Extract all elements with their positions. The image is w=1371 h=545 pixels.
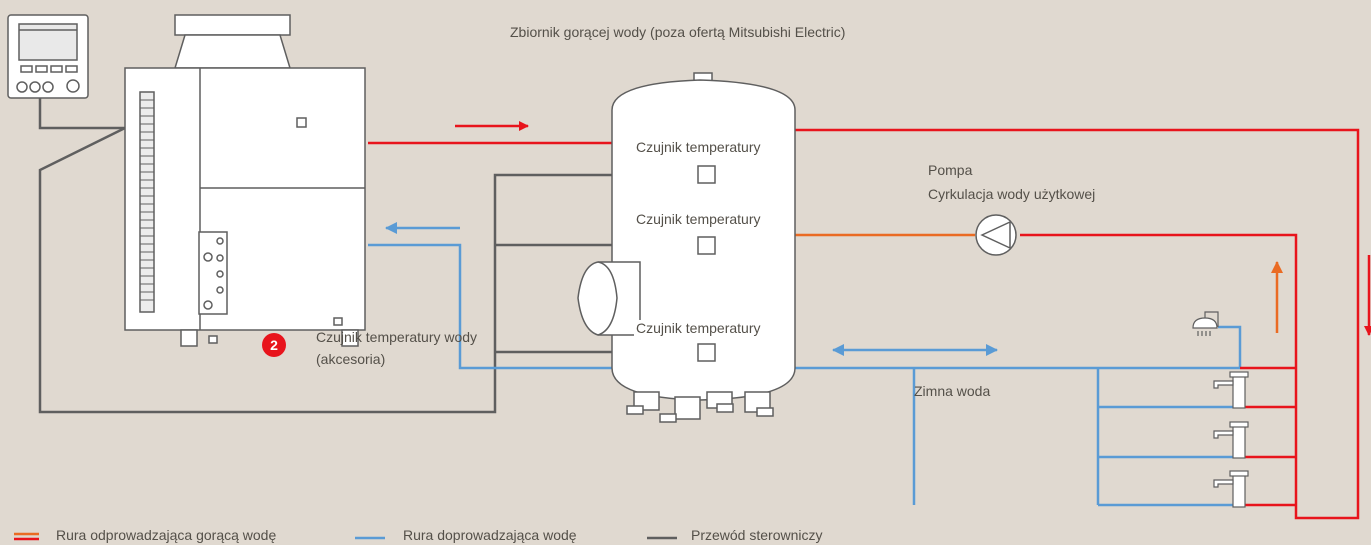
sensor-label-top: Czujnik temperatury	[634, 139, 763, 156]
remote-controller-icon	[7, 14, 89, 99]
tank-title: Zbiornik gorącej wody (poza ofertą Mitsu…	[510, 24, 846, 40]
legend-cold-pipe-label: Rura doprowadzająca wodę	[403, 527, 577, 543]
pump-subtitle: Cyrkulacja wody użytkowej	[928, 186, 1096, 202]
shower-pipe	[1218, 325, 1242, 368]
shower-icon	[1192, 311, 1219, 336]
heat-pump-unit-icon	[124, 14, 366, 347]
hot-pipe-main	[795, 128, 1360, 520]
legend-control-wire-label: Przewód sterowniczy	[691, 527, 823, 543]
control-wire-to-sensor	[38, 126, 706, 414]
pump-title: Pompa	[928, 162, 973, 178]
cold-pipe-to-unit	[368, 243, 615, 370]
faucet-icon	[1213, 371, 1249, 508]
cold-water-label: Zimna woda	[914, 383, 991, 399]
sensor-box-top	[697, 165, 716, 184]
hot-water-pipes	[368, 128, 1360, 520]
unit-grille	[140, 99, 154, 301]
sensor-box-middle	[697, 236, 716, 255]
controller-wire	[38, 97, 125, 130]
cold-water-pipes	[368, 243, 1242, 507]
accessory-label-line1: Czujnik temperatury wody	[316, 329, 478, 345]
accessory-label-line2: (akcesoria)	[316, 351, 386, 367]
sensor-box-bottom	[697, 343, 716, 362]
hot-water-tank-icon	[577, 72, 796, 423]
circulation-pump-icon	[975, 214, 1017, 256]
legend-hot-pipe-label: Rura odprowadzająca gorącą wodę	[56, 527, 277, 543]
legend-swatches	[14, 532, 677, 541]
sensor-label-bottom: Czujnik temperatury	[634, 320, 763, 337]
accessory-badge: 2	[262, 333, 286, 357]
sensor-label-middle: Czujnik temperatury	[634, 211, 763, 228]
